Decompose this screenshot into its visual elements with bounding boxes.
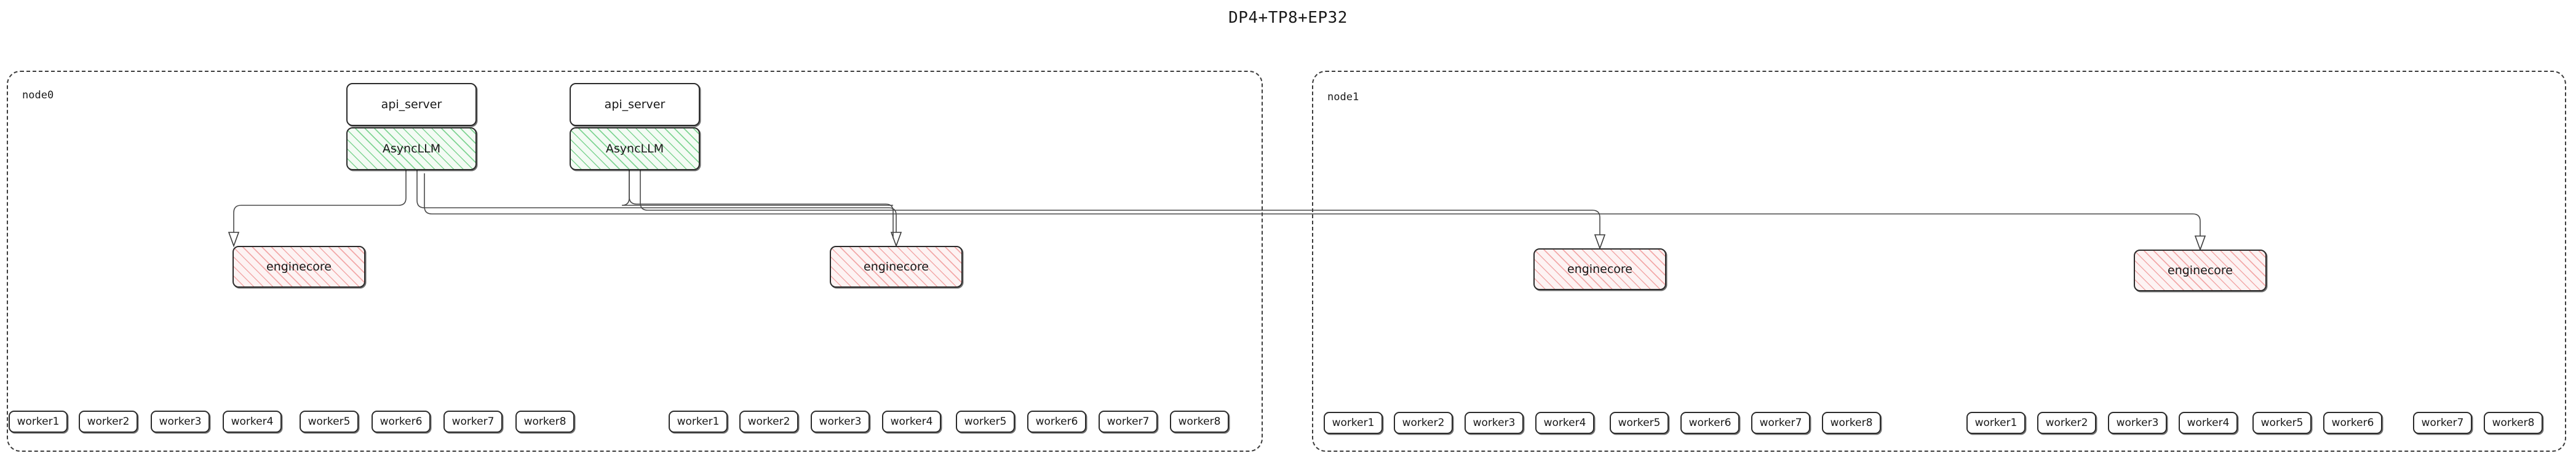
api-server-box-2[interactable]: api_server	[570, 83, 700, 126]
worker-box[interactable]: worker3	[2108, 412, 2167, 434]
worker-box[interactable]: worker2	[79, 411, 138, 433]
worker-box[interactable]: worker7	[443, 411, 503, 433]
worker-box[interactable]: worker4	[2179, 412, 2238, 434]
worker-box[interactable]: worker2	[2037, 412, 2096, 434]
worker-box[interactable]: worker6	[372, 411, 431, 433]
enginecore-box-2[interactable]: enginecore	[830, 246, 963, 288]
cluster-node1-label: node1	[1327, 91, 1359, 103]
worker-box[interactable]: worker6	[1027, 411, 1086, 433]
worker-box[interactable]: worker3	[151, 411, 210, 433]
page-title: DP4+TP8+EP32	[1228, 9, 1348, 27]
api-server-box-1[interactable]: api_server	[346, 83, 477, 126]
worker-box[interactable]: worker1	[1324, 412, 1383, 434]
enginecore-box-4[interactable]: enginecore	[2134, 250, 2267, 291]
worker-box[interactable]: worker1	[9, 411, 68, 433]
async-llm-box-1[interactable]: AsyncLLM	[346, 127, 477, 170]
worker-box[interactable]: worker3	[811, 411, 870, 433]
worker-box[interactable]: worker8	[1170, 411, 1229, 433]
worker-box[interactable]: worker1	[1966, 412, 2025, 434]
worker-box[interactable]: worker5	[956, 411, 1015, 433]
async-llm-box-2[interactable]: AsyncLLM	[570, 127, 700, 170]
enginecore-box-1[interactable]: enginecore	[233, 246, 365, 288]
worker-box[interactable]: worker4	[882, 411, 941, 433]
worker-box[interactable]: worker7	[2413, 412, 2472, 434]
cluster-node1	[1312, 71, 2566, 452]
worker-box[interactable]: worker3	[1465, 412, 1524, 434]
worker-box[interactable]: worker5	[300, 411, 359, 433]
worker-box[interactable]: worker4	[1535, 412, 1594, 434]
worker-box[interactable]: worker5	[1610, 412, 1669, 434]
worker-box[interactable]: worker8	[515, 411, 574, 433]
worker-box[interactable]: worker2	[739, 411, 798, 433]
worker-box[interactable]: worker7	[1751, 412, 1810, 434]
worker-box[interactable]: worker6	[1680, 412, 1739, 434]
cluster-node0	[7, 71, 1263, 452]
worker-box[interactable]: worker8	[2484, 412, 2543, 434]
worker-box[interactable]: worker4	[223, 411, 282, 433]
enginecore-box-3[interactable]: enginecore	[1533, 248, 1666, 290]
cluster-node0-label: node0	[22, 89, 54, 101]
worker-box[interactable]: worker1	[669, 411, 728, 433]
worker-box[interactable]: worker2	[1394, 412, 1453, 434]
worker-box[interactable]: worker8	[1822, 412, 1881, 434]
worker-box[interactable]: worker7	[1099, 411, 1158, 433]
worker-box[interactable]: worker5	[2252, 412, 2312, 434]
worker-box[interactable]: worker6	[2323, 412, 2382, 434]
